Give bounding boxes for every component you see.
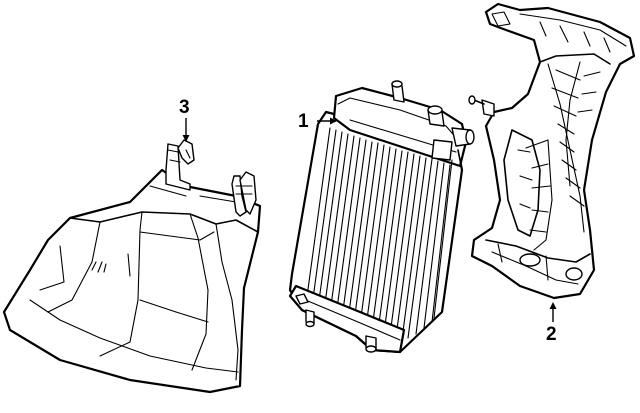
leader-line-1 <box>317 117 337 125</box>
leader-line-2 <box>549 302 557 322</box>
bracket-part-2 <box>468 2 636 300</box>
leader-line-3 <box>182 118 190 142</box>
radiator-part-1 <box>288 80 475 354</box>
callout-3: 3 <box>179 97 190 118</box>
air-duct-part-3 <box>2 139 262 394</box>
callout-2: 2 <box>546 324 557 345</box>
callout-1: 1 <box>298 111 309 132</box>
